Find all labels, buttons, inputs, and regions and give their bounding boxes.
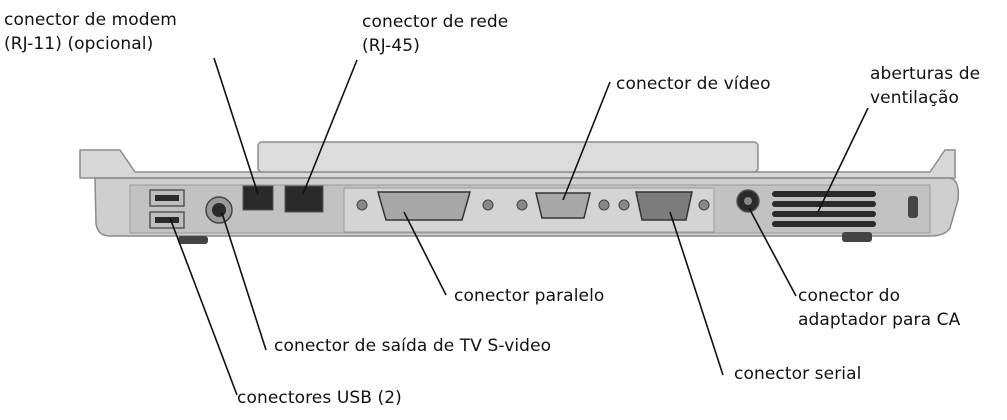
leader-vents: [817, 107, 869, 213]
label-tv-out-connector: conector de saída de TV S-video: [274, 334, 551, 358]
leader-video: [562, 81, 611, 201]
label-parallel-connector: conector paralelo: [454, 284, 604, 308]
label-serial-connector: conector serial: [734, 362, 861, 386]
parallel-port: [356, 191, 494, 221]
label-tv-out-line1: conector de saída de TV S-video: [274, 336, 552, 356]
label-modem-line1: conector de modem: [4, 10, 177, 30]
s-video-port: [205, 196, 233, 224]
leader-parallel: [403, 211, 447, 296]
ac-adapter-jack: [736, 189, 760, 213]
label-vents-line2: ventilação: [870, 88, 959, 108]
leader-usb: [169, 217, 238, 396]
label-parallel-line1: conector paralelo: [454, 286, 605, 306]
leader-modem: [213, 57, 259, 195]
leader-lines: [169, 57, 869, 396]
foot-right: [842, 232, 872, 242]
serial-port: [618, 191, 710, 221]
label-ac-line2: adaptador para CA: [798, 310, 961, 330]
label-modem-line2: (RJ-11) (opcional): [4, 34, 154, 54]
label-ac-adapter-connector: conector do adaptador para CA: [798, 284, 960, 332]
leader-serial: [669, 211, 724, 376]
video-port: [516, 192, 610, 219]
label-ventilation: aberturas de ventilação: [870, 62, 980, 110]
foot-left: [178, 236, 208, 244]
label-vents-line1: aberturas de: [870, 64, 981, 84]
security-slot: [908, 196, 918, 218]
usb-ports: [149, 189, 185, 229]
leader-ac: [748, 207, 797, 297]
label-network-connector: conector de rede (RJ-45): [362, 10, 508, 58]
modem-port: [242, 185, 274, 211]
leader-network: [302, 59, 358, 195]
label-video-connector: conector de vídeo: [616, 72, 771, 96]
label-network-line2: (RJ-45): [362, 36, 420, 56]
label-video-line1: conector de vídeo: [616, 74, 771, 94]
label-ac-line1: conector do: [798, 286, 901, 306]
label-usb-line1: conectores USB (2): [237, 388, 402, 408]
label-serial-line1: conector serial: [734, 364, 862, 384]
label-network-line1: conector de rede: [362, 12, 509, 32]
label-modem-connector: conector de modem (RJ-11) (opcional): [4, 8, 177, 56]
lid-hinge: [257, 141, 759, 173]
ventilation-grille: [772, 191, 876, 227]
label-usb-connectors: conectores USB (2): [237, 386, 402, 410]
leader-tv-out: [221, 212, 267, 351]
